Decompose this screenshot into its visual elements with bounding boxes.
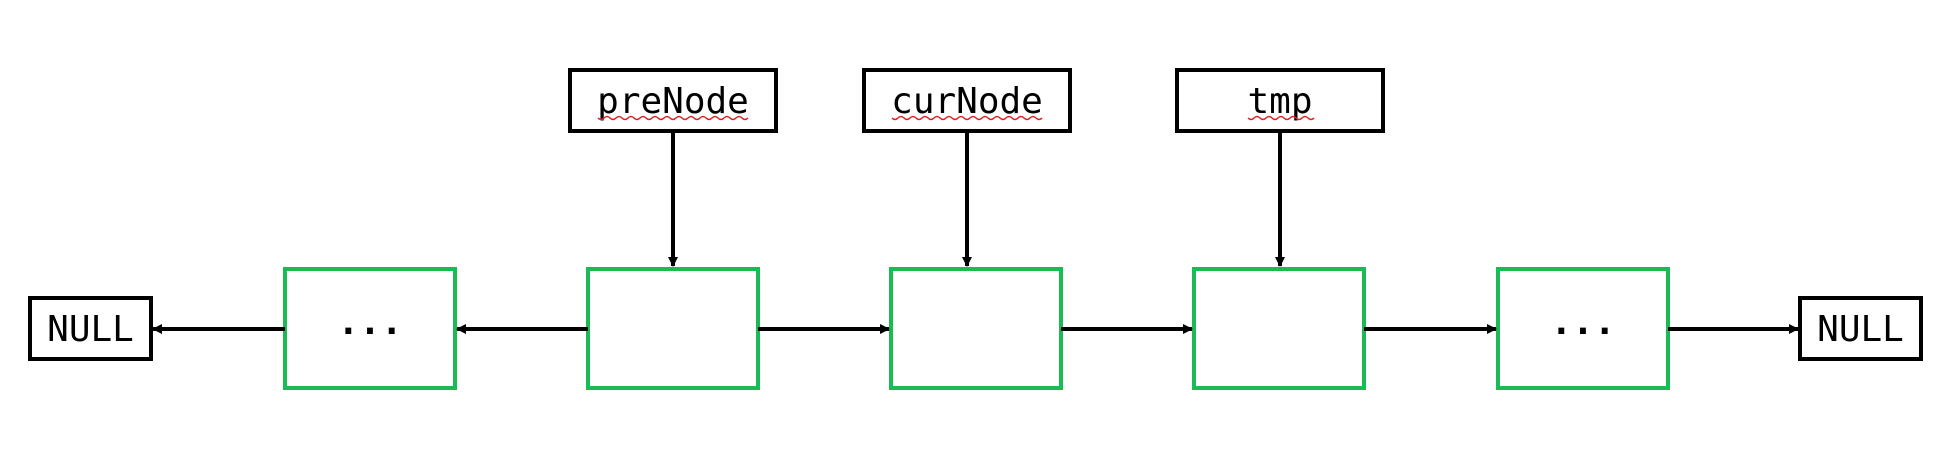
node-box <box>1496 267 1670 390</box>
list-node-ellipsis-left: ... <box>283 267 457 390</box>
ellipsis-label-left: ... <box>337 302 402 343</box>
null-left: NULL <box>28 296 153 361</box>
null-label-left: NULL <box>47 309 134 350</box>
null-right: NULL <box>1798 296 1923 361</box>
null-box-left <box>28 296 153 361</box>
pointer-curnode: curNode <box>862 68 1072 133</box>
pointer-label-tmp: tmp <box>1247 81 1312 122</box>
pointer-label-prenode: preNode <box>597 81 749 122</box>
spellcheck-underline <box>597 115 749 121</box>
pointer-box-tmp <box>1175 68 1385 133</box>
ellipsis-label-right: ... <box>1550 302 1615 343</box>
list-node-curnode <box>889 267 1063 390</box>
pointer-prenode: preNode <box>568 68 778 133</box>
list-node-prenode <box>586 267 760 390</box>
list-node-ellipsis-right: ... <box>1496 267 1670 390</box>
list-node-tmp <box>1192 267 1366 390</box>
pointer-tmp: tmp <box>1175 68 1385 133</box>
node-box <box>283 267 457 390</box>
null-box-right <box>1798 296 1923 361</box>
spellcheck-underline <box>891 115 1043 121</box>
null-label-right: NULL <box>1817 309 1904 350</box>
spellcheck-underline <box>1247 115 1315 121</box>
pointer-label-curnode: curNode <box>891 81 1043 122</box>
